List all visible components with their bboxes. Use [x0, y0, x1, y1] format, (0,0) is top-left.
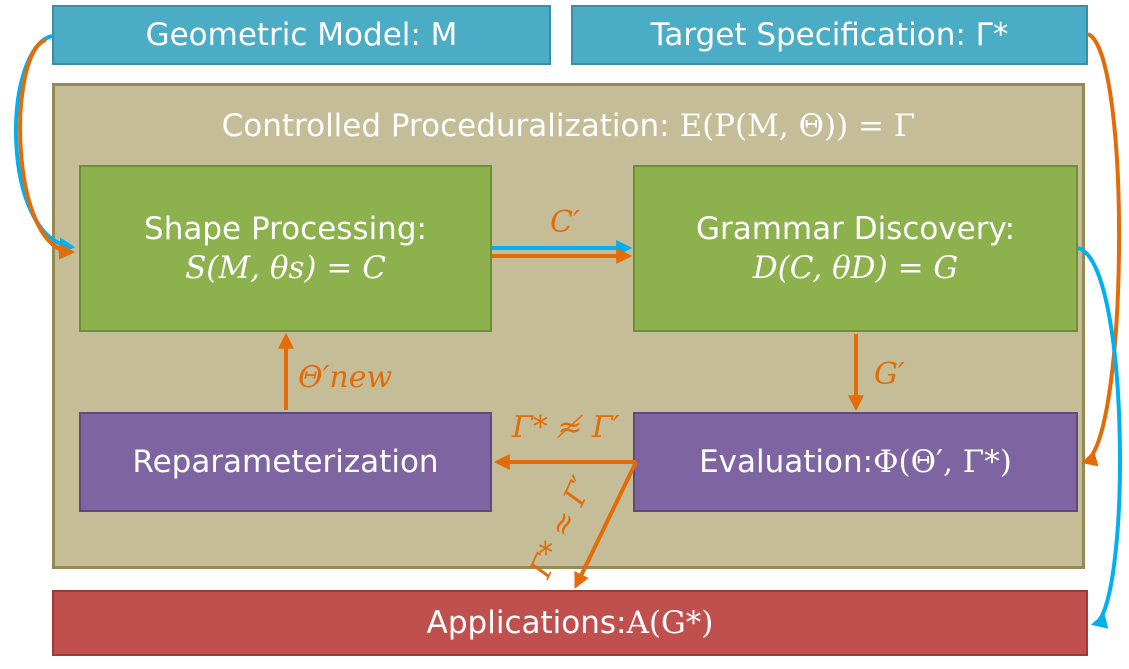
shape-processing-formula: S(M, θs) = C	[185, 249, 386, 286]
evaluation-formula: Φ(Θ′, Γ*)	[873, 443, 1012, 480]
target-specification-label: Target Specification: Γ*	[650, 16, 1009, 53]
shape-processing-box: Shape Processing: S(M, θs) = C	[79, 165, 492, 332]
container-title-text: Controlled Proceduralization:	[221, 108, 680, 144]
model-to-shape-orange-arrow	[18, 38, 76, 260]
model-to-shape-blue-arrow	[14, 34, 76, 254]
target-specification-box: Target Specification: Γ*	[571, 5, 1088, 65]
grammar-discovery-title: Grammar Discovery:	[695, 210, 1016, 247]
applications-formula: A(G*)	[626, 604, 714, 641]
geometric-model-box: Geometric Model: M	[52, 5, 551, 65]
applications-box: Applications: A(G*)	[52, 590, 1088, 656]
reparameterization-label: Reparameterization	[132, 443, 439, 480]
evaluation-to-applications-arrow	[574, 461, 638, 589]
grammar-discovery-box: Grammar Discovery: D(C, θD) = G	[633, 165, 1078, 332]
theta-new-label: Θ′new	[298, 360, 393, 395]
not-approx-label: Γ* ≉ Γ′	[512, 410, 620, 445]
evaluation-box: Evaluation: Φ(Θ′, Γ*)	[633, 412, 1078, 512]
applications-label: Applications:	[426, 604, 627, 641]
container-title: Controlled Proceduralization: E(P(M, Θ))…	[55, 108, 1082, 144]
g-prime-label: G′	[874, 357, 905, 392]
grammar-to-applications-arrow	[1077, 246, 1122, 629]
geometric-model-label: Geometric Model: M	[145, 16, 458, 53]
evaluation-label: Evaluation:	[699, 443, 874, 480]
grammar-discovery-formula: D(C, θD) = G	[752, 249, 959, 286]
reparameterization-box: Reparameterization	[79, 412, 492, 512]
c-prime-label: C′	[550, 205, 580, 240]
target-to-evaluation-arrow	[1080, 32, 1122, 467]
container-title-formula: E(P(M, Θ)) = Γ	[679, 108, 916, 144]
shape-processing-title: Shape Processing:	[144, 210, 427, 247]
